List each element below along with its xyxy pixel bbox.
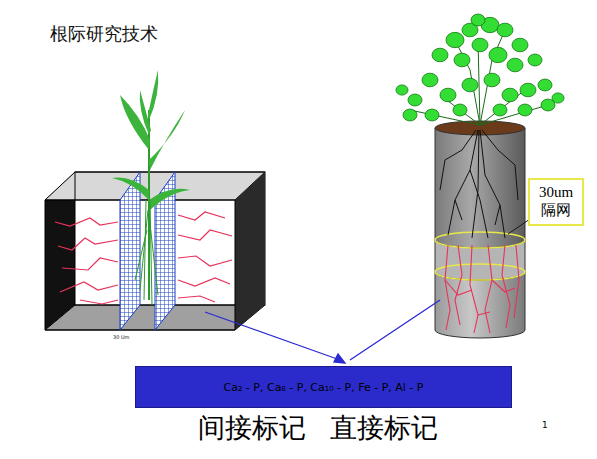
leaf: [446, 32, 464, 47]
leaf: [497, 23, 513, 37]
pointer-arrow: [205, 300, 440, 363]
leaf: [484, 73, 500, 87]
mesh-panel: [120, 172, 140, 330]
leaf: [425, 109, 439, 121]
leaf: [408, 94, 422, 106]
leaf: [454, 53, 470, 67]
fraction-band: Ca₂ - P, Ca₈ - P, Ca₁₀ - P, Fe - P, Al -…: [135, 366, 512, 408]
leaf: [493, 104, 507, 116]
leaf: [528, 54, 542, 66]
leaf: [489, 47, 507, 62]
root-cylinder: [435, 121, 525, 338]
roots-top: [440, 130, 518, 238]
page-number: 1: [542, 420, 548, 430]
roots-center: [135, 200, 158, 305]
leaf: [502, 88, 518, 102]
leaf: [453, 104, 467, 116]
leaf: [472, 38, 488, 52]
leaf: [440, 88, 456, 102]
leader-line: [508, 219, 530, 234]
leaf: [422, 73, 438, 87]
leaf: [518, 104, 532, 116]
leaf: [552, 93, 564, 103]
leaf: [396, 85, 408, 95]
title: 根际研究技术: [50, 22, 158, 46]
plant: [410, 30, 548, 125]
leaf: [520, 83, 536, 97]
leaf: [462, 78, 478, 92]
caption-label: 间接标记: [198, 410, 306, 446]
mesh-size: 30 Um: [113, 334, 129, 340]
callout-box: 30um 隔网: [528, 178, 584, 226]
leaf: [538, 79, 552, 91]
roots-side: [55, 212, 232, 304]
root-box: [45, 172, 265, 330]
caption-label: 直接标记: [330, 410, 438, 446]
roots-bottom: [445, 245, 519, 333]
band-text: Ca₂ - P, Ca₈ - P, Ca₁₀ - P, Fe - P, Al -…: [224, 381, 424, 394]
leaf-group: [396, 14, 564, 121]
leaf: [403, 109, 417, 121]
callout-text: 30um 隔网: [532, 183, 580, 219]
leaf: [507, 58, 523, 72]
leaf: [432, 48, 448, 62]
leaf: [512, 38, 528, 52]
leaf: [471, 14, 485, 26]
